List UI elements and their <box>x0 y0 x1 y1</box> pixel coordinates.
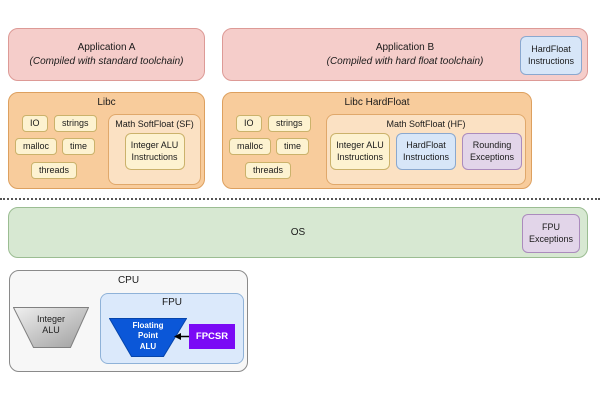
libc-title: Libc <box>97 97 116 108</box>
integer-alu-block: Integer ALU <box>12 307 90 348</box>
libc-hf-module-strings: strings <box>268 115 311 132</box>
fpu-box: FPU Floating Point ALU FPCSR <box>100 293 244 364</box>
rounding-exceptions-chip: Rounding Exceptions <box>462 133 522 170</box>
floating-point-alu-trapezoid-shape <box>108 318 188 357</box>
fpcsr-to-alu-arrow-icon <box>174 333 189 340</box>
fpu-exceptions-chip: FPU Exceptions <box>522 214 580 253</box>
math-softfloat-sf-title: Math SoftFloat (SF) <box>115 119 194 129</box>
fpcsr-register: FPCSR <box>189 324 235 349</box>
floating-point-alu-label: Floating Point ALU <box>132 321 164 351</box>
integer-alu-trapezoid-shape <box>12 307 90 348</box>
libc-hf-module-io: IO <box>236 115 262 132</box>
math-sf-chip-row: Integer ALU Instructions <box>124 133 185 170</box>
application-b-subtitle: (Compiled with hard float toolchain) <box>326 55 484 67</box>
os-box: OS FPU Exceptions <box>8 207 588 258</box>
libc-module-threads: threads <box>31 162 78 179</box>
integer-alu-instructions-chip: Integer ALU Instructions <box>124 133 185 170</box>
fpu-title: FPU <box>162 297 182 308</box>
math-softfloat-sf-box: Math SoftFloat (SF) Integer ALU Instruct… <box>108 114 201 185</box>
libc-module-malloc: malloc <box>15 138 58 155</box>
libc-module-io: IO <box>22 115 48 132</box>
libc-hardfloat-title: Libc HardFloat <box>344 97 410 108</box>
hardfloat-instructions-chip: HardFloat Instructions <box>520 36 582 75</box>
user-kernel-divider-line <box>0 198 600 200</box>
application-b-title: Application B <box>375 42 435 53</box>
application-b-box: Application B (Compiled with hard float … <box>222 28 588 81</box>
libc-box: Libc IO strings malloc time threads Math… <box>8 92 205 189</box>
libc-hf-module-malloc: malloc <box>229 138 272 155</box>
integer-alu-label: Integer ALU <box>36 314 66 336</box>
libc-module-time: time <box>62 138 96 155</box>
math-softfloat-hf-box: Math SoftFloat (HF) Integer ALU Instruct… <box>326 114 526 185</box>
floating-point-alu-block: Floating Point ALU <box>108 318 188 357</box>
cpu-box: CPU Integer ALU FPU Floatin <box>9 270 248 372</box>
integer-alu-instructions-chip: Integer ALU Instructions <box>330 133 390 170</box>
os-title: OS <box>290 227 306 238</box>
libc-module-strings: strings <box>54 115 97 132</box>
libc-hf-module-time: time <box>276 138 310 155</box>
math-hf-chip-row: Integer ALU Instructions HardFloat Instr… <box>330 133 522 170</box>
libc-hardfloat-box: Libc HardFloat IO strings malloc time th… <box>222 92 532 189</box>
math-softfloat-hf-title: Math SoftFloat (HF) <box>386 119 466 129</box>
application-a-title: Application A <box>77 42 136 53</box>
hardfloat-instructions-chip: HardFloat Instructions <box>396 133 456 170</box>
application-a-box: Application A (Compiled with standard to… <box>8 28 205 81</box>
application-a-subtitle: (Compiled with standard toolchain) <box>29 55 184 67</box>
libc-hf-module-threads: threads <box>245 162 292 179</box>
cpu-title: CPU <box>117 275 140 286</box>
